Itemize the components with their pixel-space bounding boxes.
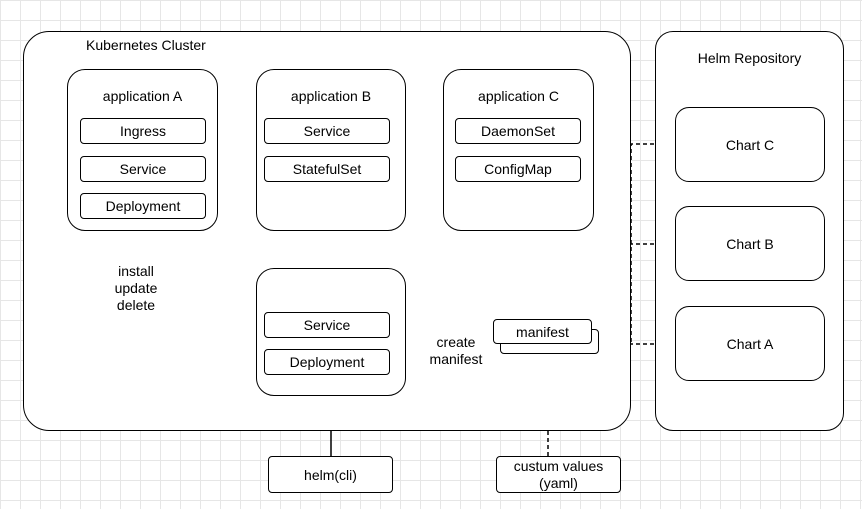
- custom-values-line2: (yaml): [539, 474, 578, 491]
- actions-label: install update delete: [108, 263, 164, 314]
- app-c-daemonset: DaemonSet: [455, 118, 581, 144]
- app-c-configmap: ConfigMap: [455, 156, 581, 182]
- custom-values-box: custum values (yaml): [496, 456, 621, 493]
- app-a-deployment: Deployment: [80, 193, 206, 219]
- app-b-service: Service: [264, 118, 390, 144]
- chart-a: Chart A: [675, 306, 825, 381]
- helm-pod-deployment: Deployment: [264, 349, 390, 375]
- application-b-title: application B: [290, 88, 372, 104]
- helm-pod-service: Service: [264, 312, 390, 338]
- manifest-box: manifest: [493, 319, 592, 344]
- create-manifest-line2: manifest: [429, 351, 483, 367]
- cluster-title: Kubernetes Cluster: [86, 37, 206, 53]
- action-update: update: [114, 280, 158, 296]
- action-delete: delete: [116, 297, 156, 313]
- application-a-title: application A: [102, 88, 183, 104]
- helm-cli-box: helm(cli): [268, 456, 393, 493]
- create-manifest-label: create manifest: [422, 334, 490, 368]
- chart-c: Chart C: [675, 107, 825, 182]
- chart-b: Chart B: [675, 206, 825, 281]
- action-install: install: [118, 263, 154, 279]
- app-a-service: Service: [80, 156, 206, 182]
- application-c-title: application C: [478, 88, 559, 104]
- create-manifest-line1: create: [436, 334, 476, 350]
- helm-repository-title: Helm Repository: [697, 50, 802, 66]
- app-b-statefulset: StatefulSet: [264, 156, 390, 182]
- app-a-ingress: Ingress: [80, 118, 206, 144]
- application-b: [256, 69, 406, 231]
- custom-values-line1: custum values: [513, 457, 604, 474]
- application-c: [443, 69, 594, 231]
